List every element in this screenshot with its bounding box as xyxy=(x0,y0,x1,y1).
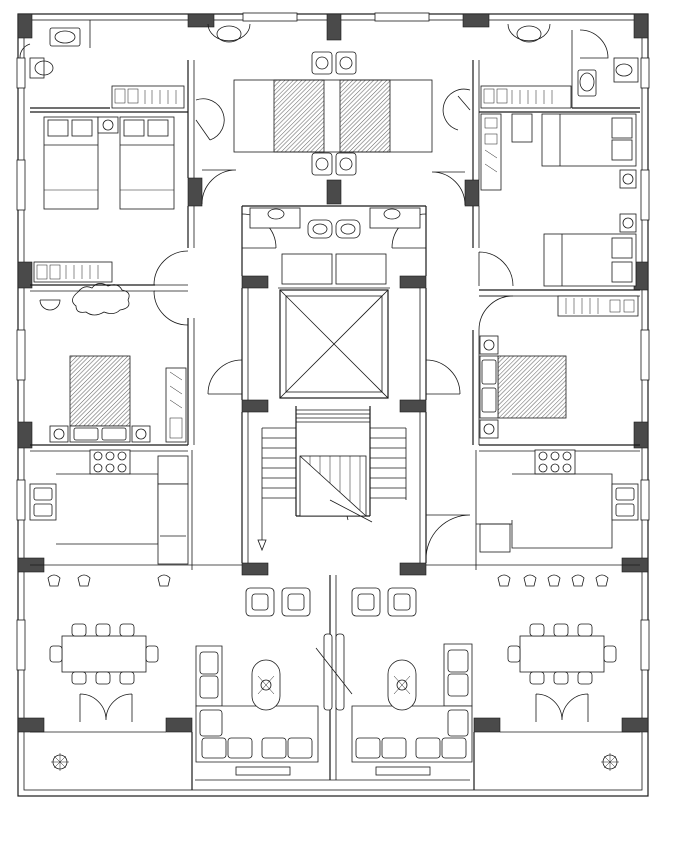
structural-columns xyxy=(17,13,649,733)
top-sofa-area xyxy=(207,23,551,176)
left-bathroom xyxy=(29,27,81,79)
left-bedroom-2 xyxy=(33,261,187,443)
right-bedroom-2 xyxy=(479,295,639,439)
interior-walls xyxy=(30,20,640,790)
right-living xyxy=(351,587,473,763)
right-dining xyxy=(497,574,617,685)
right-bedroom-1 xyxy=(480,85,637,287)
left-bedroom-1 xyxy=(43,85,185,210)
left-living xyxy=(195,587,319,763)
central-doors xyxy=(315,633,353,711)
left-dining xyxy=(47,574,171,685)
windows xyxy=(16,12,650,776)
right-bathroom xyxy=(577,57,639,97)
balcony-plants xyxy=(51,753,619,771)
right-kitchen xyxy=(476,449,639,553)
left-kitchen xyxy=(29,449,189,565)
core-services xyxy=(249,207,421,552)
